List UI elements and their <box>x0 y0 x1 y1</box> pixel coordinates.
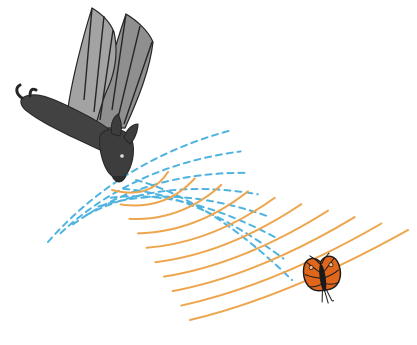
outgoing-wave-arc <box>98 197 266 216</box>
outgoing-sound-waves <box>48 130 292 280</box>
bat-eye <box>120 154 124 158</box>
bat-snout <box>112 176 126 182</box>
echo-wave-arc <box>190 230 408 320</box>
moth-legs <box>320 289 334 305</box>
outgoing-wave-arc <box>111 196 275 237</box>
moth-icon <box>301 252 344 307</box>
echo-wave-arc <box>181 224 381 306</box>
echo-wave-arc <box>147 198 275 248</box>
outgoing-wave-arc <box>48 130 232 242</box>
bat-icon <box>17 8 153 182</box>
